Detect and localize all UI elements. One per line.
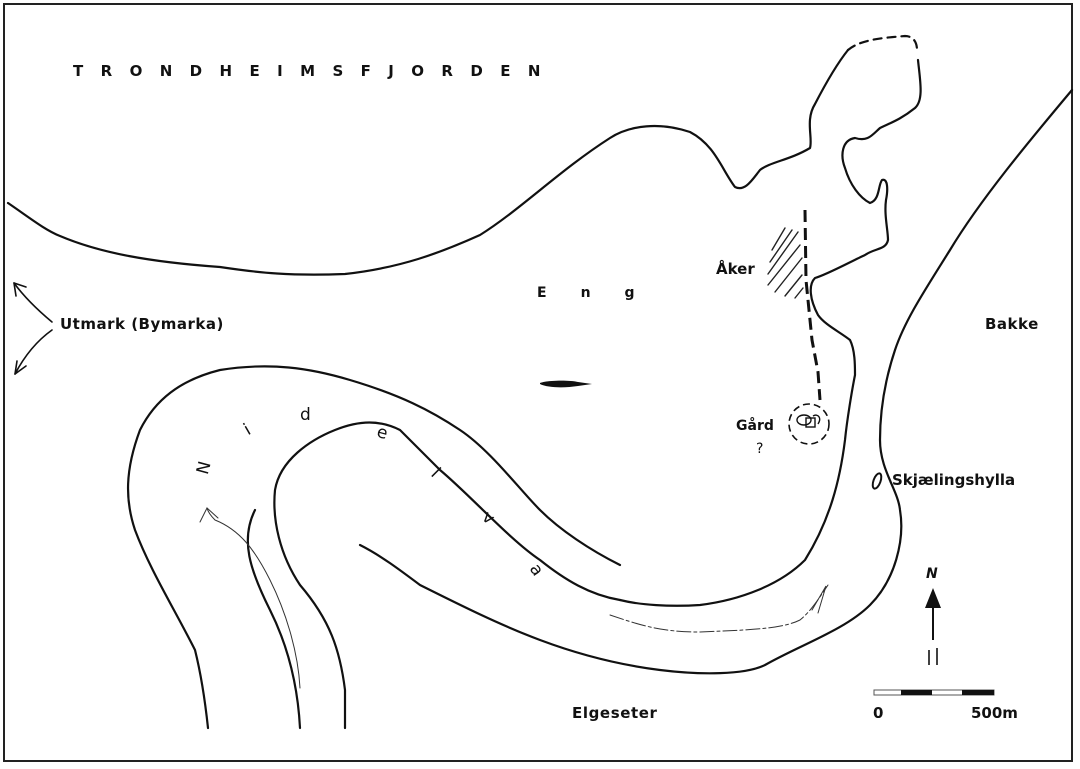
river-south-bank <box>246 508 302 730</box>
farm-buildings-icon <box>796 414 821 428</box>
fjord-label: TRONDHEIMSFJORDEN <box>73 62 558 80</box>
skjaelingshylla-label: Skjælingshylla <box>892 471 1016 489</box>
scale-end-label: 500m <box>971 704 1018 722</box>
aker-label: Åker <box>716 260 755 278</box>
elgeseter-label: Elgeseter <box>572 704 658 722</box>
flow-arrow-west <box>206 507 301 689</box>
flow-arrow-east <box>609 584 829 633</box>
gard-uncertain-mark: ? <box>756 441 764 457</box>
road-dashed-line <box>803 209 822 401</box>
utmark-arrow-up <box>13 282 53 323</box>
scale-bar-graphic <box>873 689 995 696</box>
bakke-label: Bakke <box>985 315 1039 333</box>
eng-label: Eng <box>537 285 669 301</box>
utmark-arrow-down-head <box>14 360 27 375</box>
field-pond <box>540 380 592 388</box>
river-inner-bank <box>273 421 622 730</box>
fjord-coastline <box>6 48 850 276</box>
north-arrow-icon <box>925 588 941 665</box>
skjaelingshylla-islet <box>871 472 883 490</box>
utmark-arrow-up-head <box>13 282 27 297</box>
aker-field-hatching <box>767 227 804 299</box>
flow-arrow-west-head <box>199 507 219 523</box>
utmark-arrow-down <box>14 329 53 375</box>
map-frame <box>3 3 1073 762</box>
north-label: N <box>926 566 938 582</box>
utmark-label: Utmark (Bymarka) <box>60 315 224 333</box>
gard-site-circle <box>788 403 830 445</box>
river-outer-bank <box>126 365 622 730</box>
gard-label: Gård <box>736 418 774 434</box>
flow-arrow-east-head <box>811 585 827 614</box>
scale-start-label: 0 <box>873 704 884 722</box>
peninsula-east-coast <box>618 58 922 607</box>
peninsula-dashed-edge <box>846 34 919 52</box>
east-riverbank <box>358 88 1074 675</box>
river-letter-d: d <box>300 405 311 425</box>
